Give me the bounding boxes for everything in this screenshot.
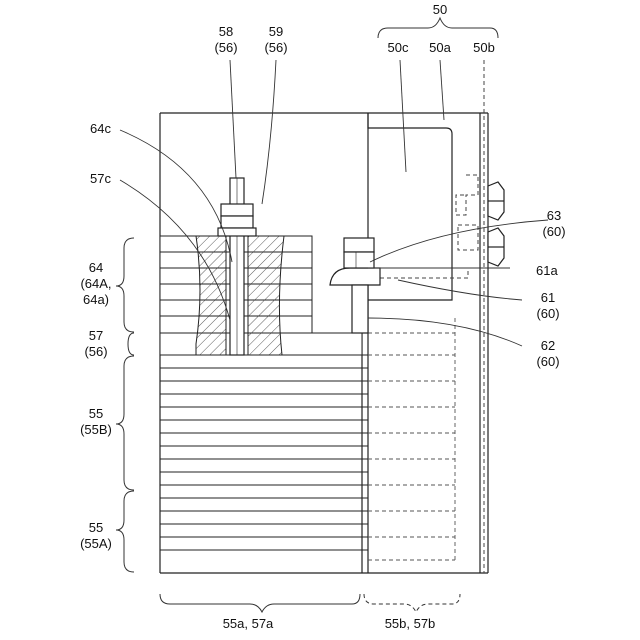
label-59: 59 — [269, 24, 283, 39]
label-bottom-right: 55b, 57b — [385, 616, 436, 631]
label-63: 63 — [547, 208, 561, 223]
label-58: 58 — [219, 24, 233, 39]
label-50c: 50c — [388, 40, 409, 55]
label-57c: 57c — [90, 171, 111, 186]
label-57-sub: (56) — [84, 344, 107, 359]
label-62-sub: (60) — [536, 354, 559, 369]
label-61: 61 — [541, 290, 555, 305]
label-50b: 50b — [473, 40, 495, 55]
label-50: 50 — [433, 2, 447, 17]
label-64-sub2: 64a) — [83, 292, 109, 307]
label-61-sub: (60) — [536, 306, 559, 321]
label-63-sub: (60) — [542, 224, 565, 239]
label-64-sub1: (64A, — [80, 276, 111, 291]
label-55-B: 55 — [89, 406, 103, 421]
label-62: 62 — [541, 338, 555, 353]
right-bolts — [488, 182, 504, 266]
label-64: 64 — [89, 260, 103, 275]
clamp-60 — [330, 238, 380, 333]
label-55B-sub: (55B) — [80, 422, 112, 437]
label-bottom-left: 55a, 57a — [223, 616, 274, 631]
label-64c: 64c — [90, 121, 111, 136]
layers-55-dashed — [368, 318, 455, 560]
label-57: 57 — [89, 328, 103, 343]
label-55A-sub: (55A) — [80, 536, 112, 551]
label-59-sub: (56) — [264, 40, 287, 55]
label-55-A: 55 — [89, 520, 103, 535]
label-61a: 61a — [536, 263, 558, 278]
label-58-sub: (56) — [214, 40, 237, 55]
label-50a: 50a — [429, 40, 451, 55]
layers-55-solid — [160, 355, 368, 550]
panel-50c — [362, 113, 480, 573]
